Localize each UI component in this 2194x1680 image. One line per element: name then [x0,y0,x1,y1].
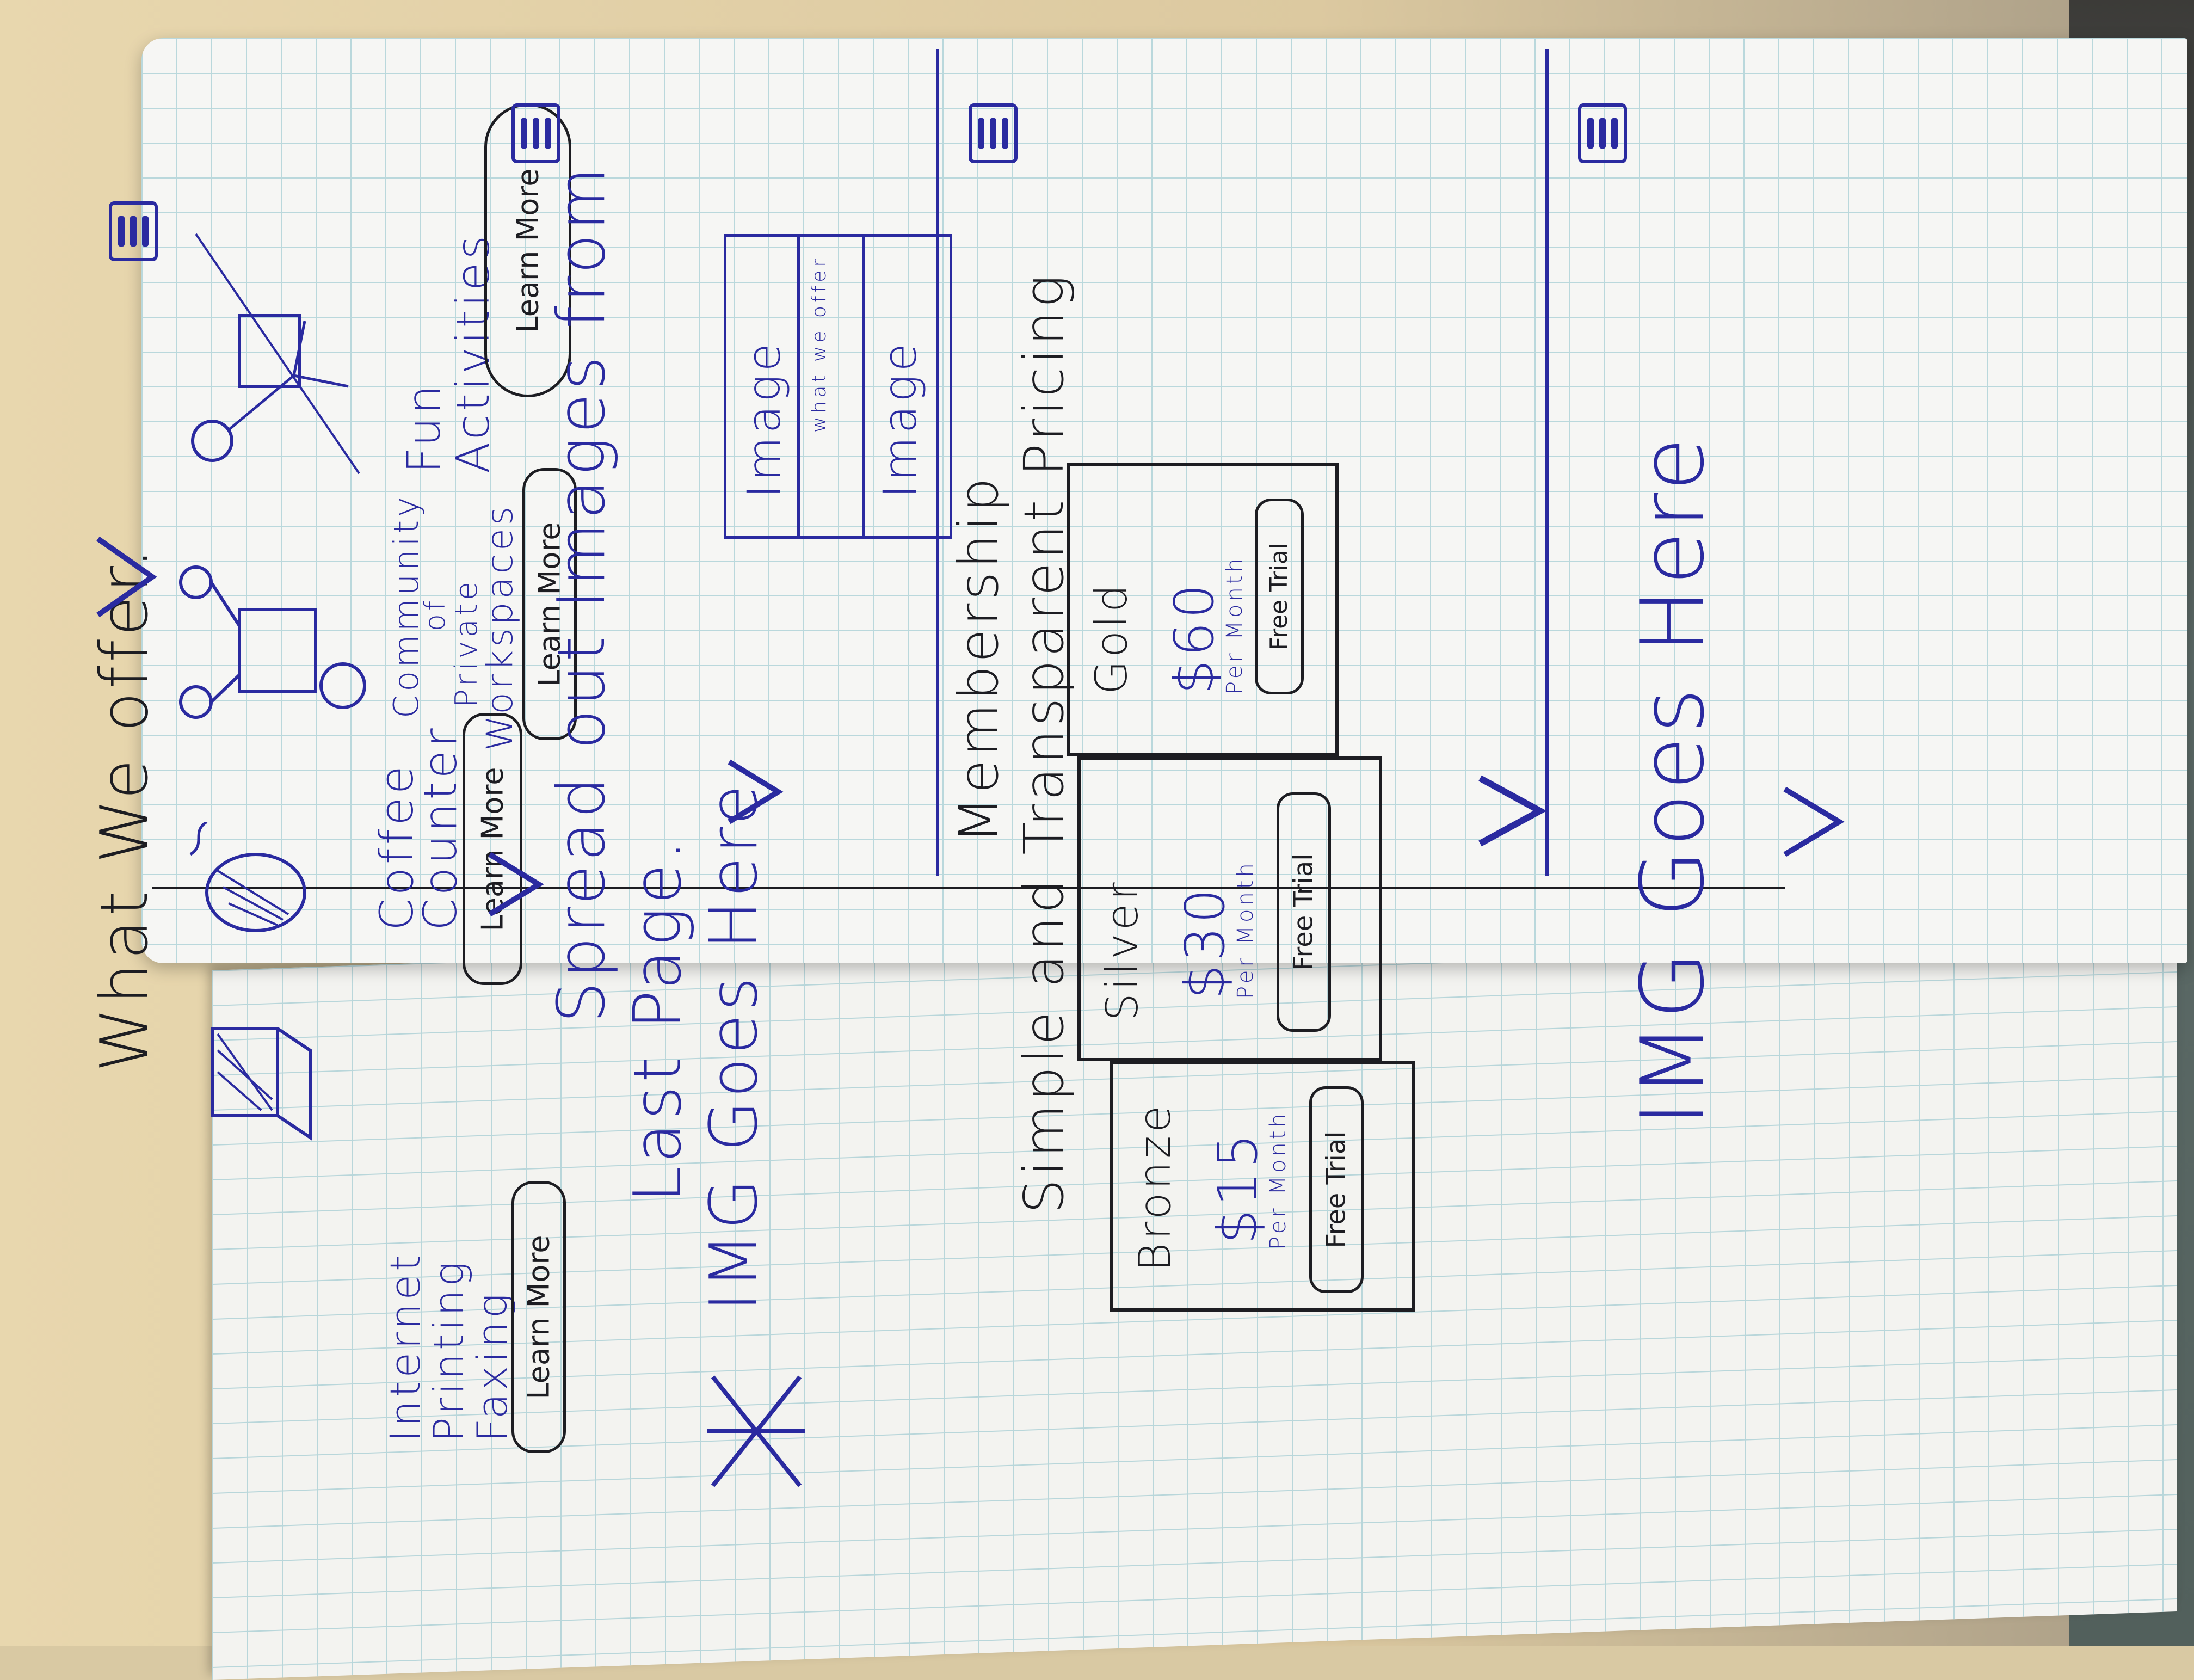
chevron-down-icon[interactable] [718,751,789,833]
images-text-line-2: Last Page. [620,836,696,1203]
section-divider [1545,49,1549,876]
tier-period: Per Month [1266,1110,1291,1250]
footer-image-caption: IMG Goes Here [1622,434,1723,1127]
tier-period: Per Month [1233,860,1258,999]
menu-icon[interactable] [969,103,1018,163]
service-1-learn-more-button[interactable]: Learn More [511,1181,566,1453]
menu-icon[interactable] [511,103,560,163]
service-3-line-4: Workspaces [479,503,521,751]
tier-price: $15 [1206,1130,1269,1244]
images-text-line-1: Spread out Images from [544,164,620,1023]
notebook-page [141,38,2187,963]
service-2-learn-more-button[interactable]: Learn More [463,713,522,985]
star-doodle-icon [707,1375,805,1487]
menu-icon[interactable] [1578,103,1627,163]
person-at-desk-icon [191,233,360,475]
chevron-down-icon[interactable] [479,844,550,925]
tier-price: $30 [1173,885,1237,999]
image-stack-item-2: what we offer [808,255,830,433]
pricing-card-bronze: Bronze $15 Per Month Free Trial [1110,1061,1415,1312]
chevron-down-icon[interactable] [1469,767,1551,854]
page-bottom-line [152,887,1785,889]
tier-name: Silver [1097,879,1148,1021]
gold-free-trial-button[interactable]: Free Trial [1255,499,1304,694]
service-4-line-1: Fun [397,381,451,473]
pricing-card-gold: Gold $60 Per Month Free Trial [1067,463,1339,756]
section-divider [936,49,939,876]
pricing-card-silver: Silver $30 Per Month Free Trial [1077,756,1382,1061]
menu-icon[interactable] [109,201,158,261]
service-1-line-3: Faxing [468,1290,516,1442]
coffee-cup-icon [189,822,306,932]
tier-period: Per Month [1222,555,1247,694]
image-stack-item-1: Image [737,340,791,498]
service-1-line-1: Internet [381,1252,429,1442]
tier-name: Bronze [1130,1102,1180,1271]
service-2-line-2: Counter [414,725,467,931]
tier-price: $60 [1162,581,1226,694]
image-stack-item-3: Image [873,340,927,498]
membership-heading: Membership [947,474,1010,844]
laptop-icon [211,1027,312,1141]
chevron-down-icon[interactable] [1774,778,1850,865]
chevron-down-icon[interactable] [87,528,163,626]
silver-free-trial-button[interactable]: Free Trial [1277,792,1331,1032]
service-1-line-2: Printing [424,1258,473,1442]
wireframe-sketch: What We offer. Internet Printing Faxing … [87,49,2166,1487]
bronze-free-trial-button[interactable]: Free Trial [1309,1086,1364,1293]
images-caption: IMG Goes Here [697,781,772,1312]
service-3-learn-more-button[interactable]: Learn More [522,468,577,740]
workspace-people-icon [179,565,366,719]
service-3-line-2: of [419,597,452,631]
tier-name: Gold [1086,581,1137,694]
image-stack: Image what we offer Image [724,234,952,539]
